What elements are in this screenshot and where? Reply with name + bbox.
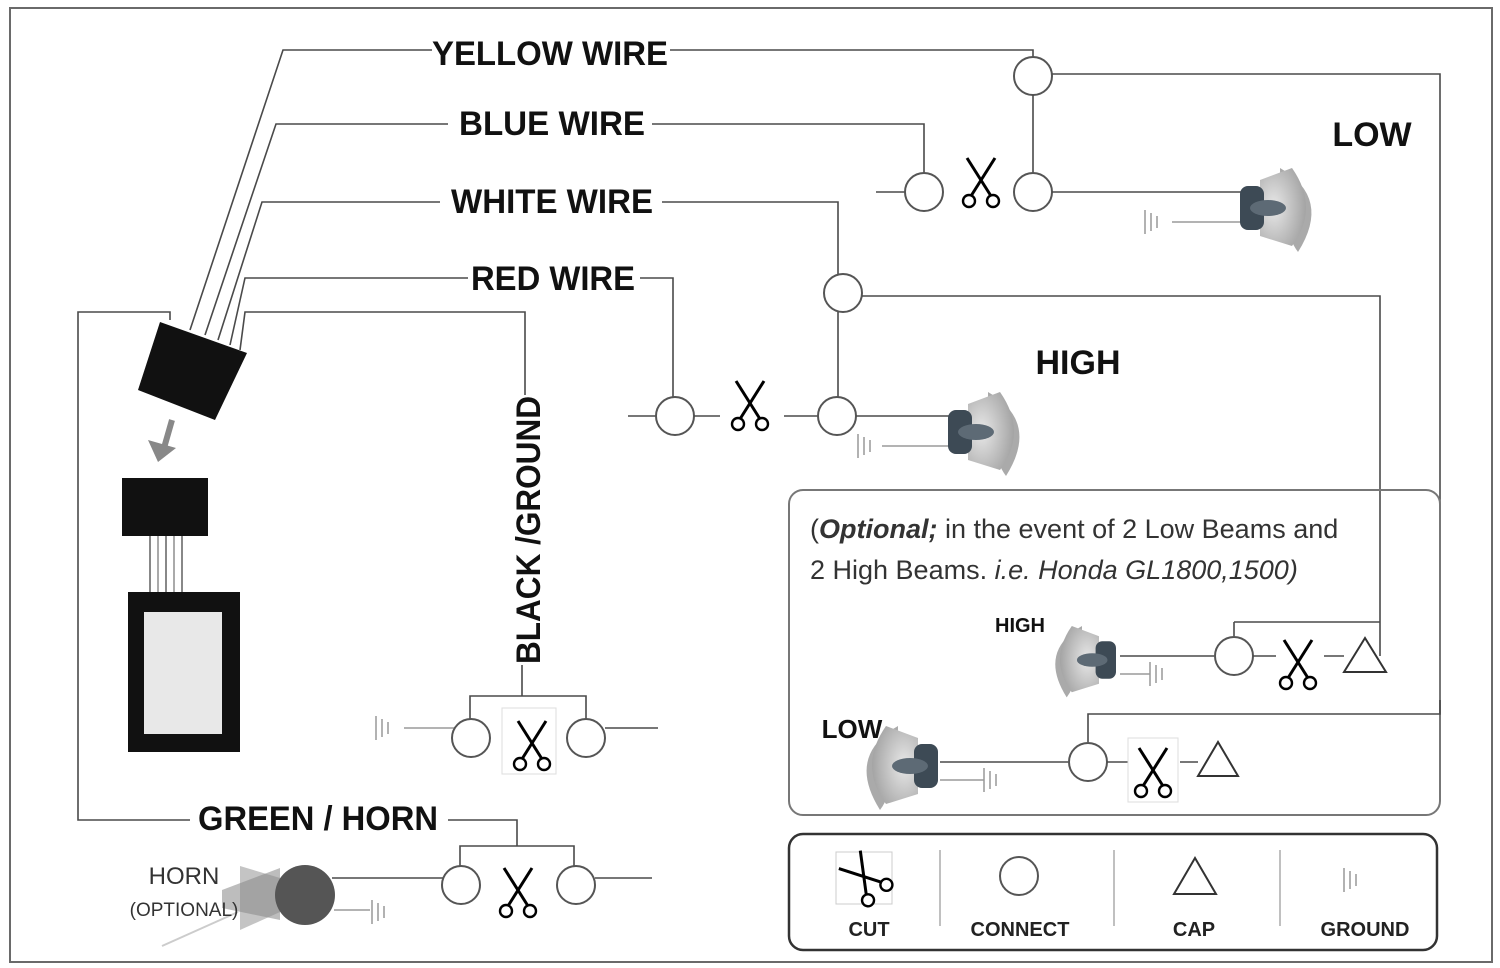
black-ground-wire-label: BLACK /GROUND xyxy=(510,396,548,664)
relay-module xyxy=(122,478,240,752)
ground-icon xyxy=(375,715,389,741)
cap-icon xyxy=(1196,740,1240,777)
ground-icon xyxy=(983,767,997,793)
connect-icon xyxy=(1068,742,1108,782)
legend-cut: CUT xyxy=(834,846,897,941)
high-beam-circuit xyxy=(628,201,1381,656)
optional-low-circuit xyxy=(940,700,1441,803)
optional-note-line-1: (Optional; in the event of 2 Low Beams a… xyxy=(810,514,1338,544)
legend-cap: CAP xyxy=(1172,856,1218,941)
horn-optional-label: (OPTIONAL) xyxy=(130,900,239,921)
optional-note-line-2: 2 High Beams. i.e. Honda GL1800,1500) xyxy=(810,555,1298,585)
module-connector xyxy=(138,322,247,420)
ground-icon xyxy=(1144,209,1158,235)
ground-circuit xyxy=(375,665,658,775)
connect-icon xyxy=(556,865,596,905)
yellow-wire-label: YELLOW WIRE xyxy=(432,35,668,73)
connect-icon xyxy=(451,718,491,758)
ground-icon xyxy=(1343,867,1357,893)
horn-icon xyxy=(161,865,335,947)
horn-label: HORN xyxy=(149,863,220,890)
high-beam-lamp xyxy=(948,392,1020,476)
connect-icon xyxy=(441,865,481,905)
low-beam-lamp xyxy=(1240,168,1312,252)
blue-wire-label: BLUE WIRE xyxy=(459,105,645,143)
optional-low-lamp xyxy=(866,726,938,810)
connect-icon xyxy=(999,856,1039,896)
green-horn-wire-label: GREEN / HORN xyxy=(198,800,438,838)
horn-circuit xyxy=(332,819,652,925)
legend-connect-label: CONNECT xyxy=(971,919,1070,941)
connect-icon xyxy=(904,172,944,212)
optional-high-lamp xyxy=(1055,626,1116,698)
connect-icon xyxy=(823,273,863,313)
optional-low-label: LOW xyxy=(822,714,883,744)
low-beam-label: LOW xyxy=(1332,116,1412,154)
legend-ground-label: GROUND xyxy=(1321,919,1410,941)
ground-icon xyxy=(1149,661,1163,687)
red-wire-label: RED WIRE xyxy=(471,260,635,298)
harness-wires xyxy=(77,49,526,821)
cut-icon xyxy=(961,156,1001,209)
cap-icon xyxy=(1342,636,1388,673)
optional-high-label: HIGH xyxy=(995,615,1045,637)
legend-ground: GROUND xyxy=(1321,867,1410,941)
legend-connect: CONNECT xyxy=(971,856,1070,941)
high-beam-label: HIGH xyxy=(1036,344,1121,382)
cut-icon xyxy=(498,866,538,919)
connect-icon xyxy=(1214,636,1254,676)
ground-icon xyxy=(371,899,385,925)
connect-icon xyxy=(1013,172,1053,212)
down-arrow-icon xyxy=(148,419,176,462)
connect-icon xyxy=(1013,56,1053,96)
connect-icon xyxy=(566,718,606,758)
connect-icon xyxy=(655,396,695,436)
outer-frame xyxy=(9,7,1493,963)
cut-icon xyxy=(730,379,770,432)
optional-box xyxy=(788,489,1441,816)
ground-icon xyxy=(857,433,871,459)
connect-icon xyxy=(817,396,857,436)
legend-cut-label: CUT xyxy=(848,919,889,941)
optional-high-circuit xyxy=(1120,621,1388,691)
low-beam-circuit xyxy=(652,49,1441,700)
cut-icon xyxy=(1278,638,1318,691)
cap-icon xyxy=(1172,856,1218,895)
legend: CUT CONNECT CAP GROUND xyxy=(787,832,1439,952)
legend-cap-label: CAP xyxy=(1173,919,1215,941)
white-wire-label: WHITE WIRE xyxy=(451,183,653,221)
